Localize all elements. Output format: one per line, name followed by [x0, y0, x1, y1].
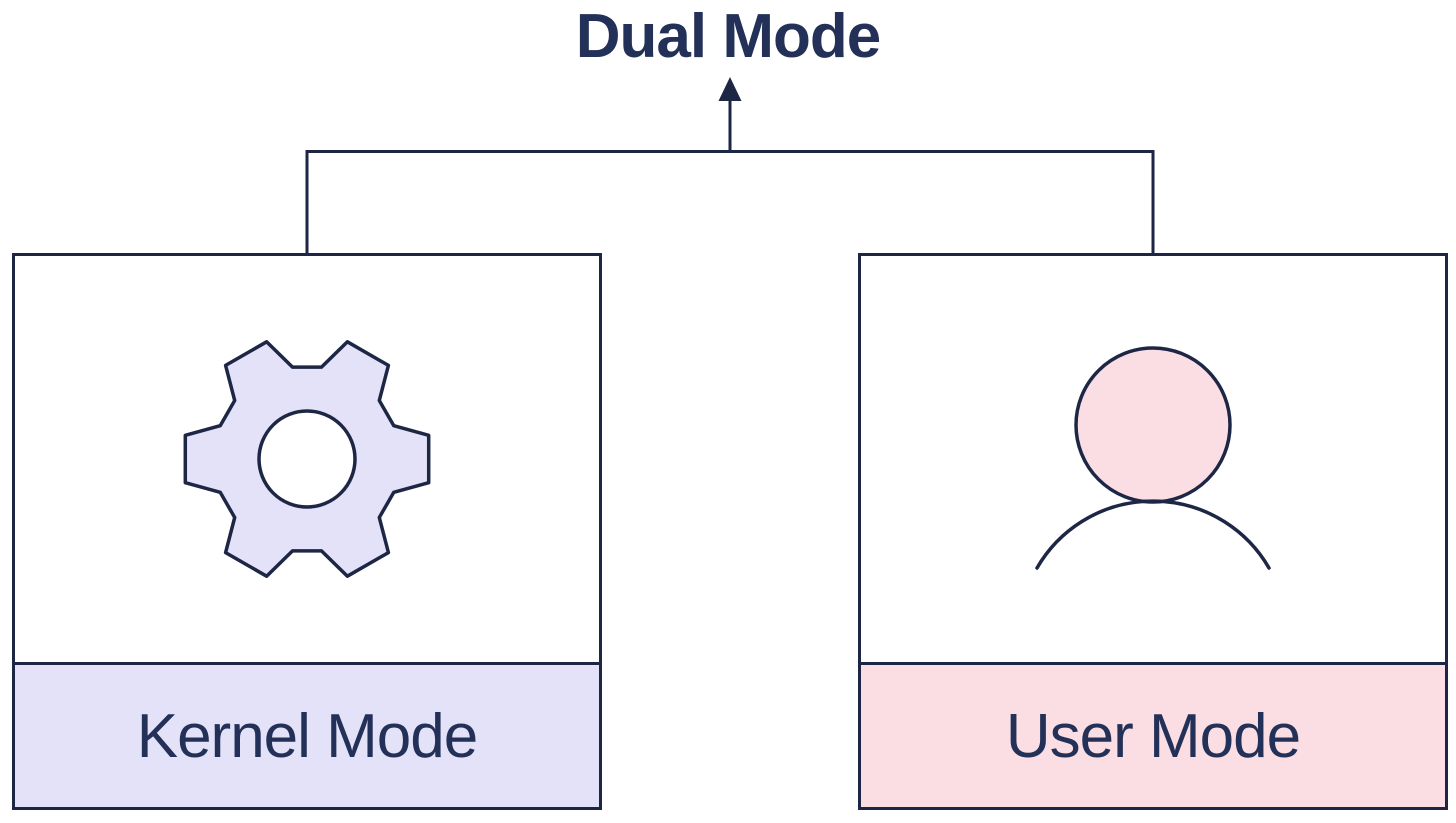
gear-icon — [183, 340, 431, 578]
kernel-mode-node: Kernel Mode — [12, 253, 602, 810]
branch-connector-line — [305, 150, 1155, 255]
kernel-icon-area — [15, 256, 599, 662]
user-icon — [1035, 346, 1271, 570]
user-mode-node: User Mode — [858, 253, 1448, 810]
user-mode-label: User Mode — [861, 662, 1445, 807]
kernel-mode-label: Kernel Mode — [15, 662, 599, 807]
user-icon-area — [861, 256, 1445, 662]
arrow-up-icon — [718, 77, 742, 101]
diagram-title: Dual Mode — [575, 1, 881, 71]
